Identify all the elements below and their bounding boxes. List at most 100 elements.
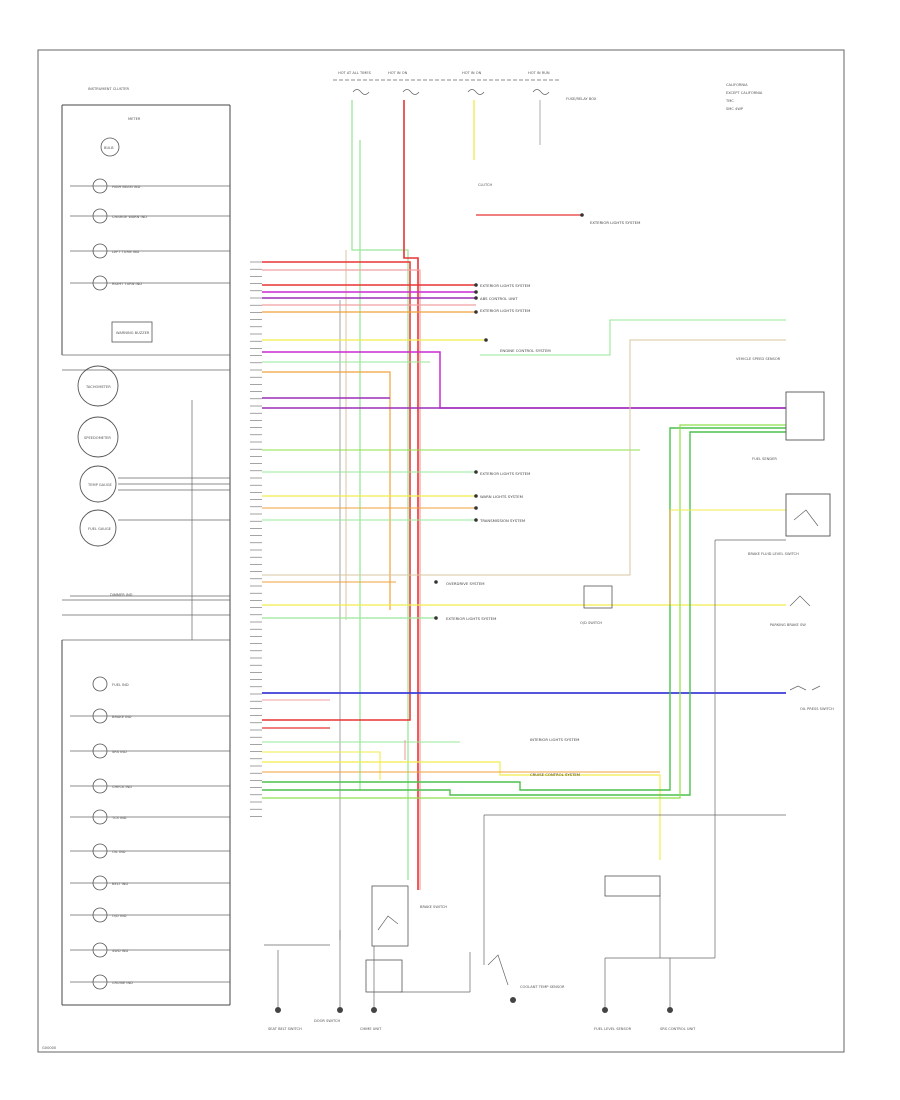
cluster-indicator-label: 4WD IND <box>112 949 128 953</box>
fuse-block: HOT AT ALL TIMES HOT IN ON HOT IN ON HOT… <box>333 71 763 187</box>
ground-icon <box>602 1007 608 1013</box>
cluster-indicator-label: OIL IND <box>112 850 126 854</box>
component-label: FUEL LEVEL SENSOR <box>594 1027 632 1031</box>
wire <box>262 424 786 799</box>
destination-label: WARN LIGHTS SYSTEM <box>480 494 523 499</box>
right-components: VEHICLE SPEED SENSOR FUEL SENDER BRAKE F… <box>580 357 834 711</box>
destination-label: EXTERIOR LIGHTS SYSTEM <box>480 308 530 313</box>
cluster-indicator-label: BULB <box>104 146 114 150</box>
destination-label: EXTERIOR LIGHTS SYSTEM <box>480 471 530 476</box>
cluster-indicator-label: WARNING BUZZER <box>116 331 150 335</box>
instrument-cluster-upper: INSTRUMENT CLUSTER <box>61 87 231 641</box>
cluster-indicator-label: SPEEDOMETER <box>84 436 111 440</box>
component-label: O/D SWITCH <box>580 621 602 625</box>
wire <box>262 761 661 860</box>
fuse-label: HOT IN RUN <box>528 71 550 75</box>
wire <box>262 269 421 890</box>
sensor-icon <box>487 954 509 986</box>
component-label: SEAT BELT SWITCH <box>268 1027 302 1031</box>
footer-code: G00000 <box>42 1046 57 1050</box>
gauge-icon <box>77 416 119 458</box>
ground-icon <box>667 1007 673 1013</box>
wire <box>262 431 786 796</box>
connector-dot <box>484 338 488 342</box>
ground-icon <box>275 1007 281 1013</box>
wire-harness <box>262 100 786 940</box>
connector-dot <box>474 310 478 314</box>
destination-label: ABS CONTROL UNIT <box>480 296 518 301</box>
fuse-label: HOT IN ON <box>388 71 408 75</box>
cluster-indicator-label: FUEL IND <box>112 683 129 687</box>
connector-dot <box>474 283 478 287</box>
destination-label: EXTERIOR LIGHTS SYSTEM <box>446 616 496 621</box>
cluster-indicator-label: TEMP GAUGE <box>87 483 113 487</box>
ground-icon <box>510 997 516 1003</box>
cluster-indicator-label: CHARGE WARN IND <box>112 215 147 219</box>
lamp-icon <box>92 676 108 692</box>
component-label: OIL PRESS SWITCH <box>800 707 834 711</box>
component-label: SRS CONTROL UNIT <box>660 1027 696 1031</box>
connector-dot <box>434 616 438 620</box>
cluster-indicator-label: HIGH BEAM IND <box>112 185 141 189</box>
fuse-icon <box>467 89 485 95</box>
legend-item: SMC 4WP <box>726 107 744 111</box>
connector-dot <box>474 470 478 474</box>
destination-label: CRUISE CONTROL SYSTEM <box>530 772 580 777</box>
fuse-label: HOT AT ALL TIMES <box>338 71 372 75</box>
cluster-indicator-label: SRS IND <box>112 750 127 754</box>
wire <box>351 100 409 880</box>
destination-label: INTERIOR LIGHTS SYSTEM <box>530 737 579 742</box>
clutch-switch-label: CLUTCH <box>478 183 492 187</box>
wire <box>403 100 419 890</box>
wire <box>262 371 391 610</box>
component-label: BRAKE SWITCH <box>420 905 447 909</box>
diagram-frame <box>37 49 845 1053</box>
component-label: DOOR SWITCH <box>314 1019 340 1023</box>
connector-dot <box>474 296 478 300</box>
buzzer-icon <box>111 321 153 343</box>
od-switch-component <box>583 585 613 609</box>
fuse-icon <box>532 89 550 95</box>
component-label: BRAKE FLUID LEVEL SWITCH <box>748 552 799 556</box>
connector-dot <box>434 580 438 584</box>
lamp-icon <box>100 137 120 157</box>
wire <box>262 751 381 780</box>
connector-column <box>250 261 262 817</box>
cluster-lamps-upper: METER BULB HIGH BEAM IND CHARGE WARN IND… <box>70 117 230 597</box>
vss-component <box>785 391 825 441</box>
cluster-title: INSTRUMENT CLUSTER <box>88 87 129 91</box>
gauge-icon <box>77 365 119 407</box>
component-label: CHIME UNIT <box>360 1027 382 1031</box>
connector-dot <box>474 506 478 510</box>
wire <box>262 339 786 576</box>
ground-icon <box>337 1007 343 1013</box>
fuse-label: HOT IN ON <box>462 71 482 75</box>
cluster-indicator-label: TCS IND <box>111 816 127 820</box>
cluster-indicator-label: BELT IND <box>112 882 128 886</box>
fuse-icon <box>402 89 420 95</box>
lower-lamps: FUEL IND BRAKE IND SRS IND CHECK IND TCS… <box>70 676 230 990</box>
ground-icon <box>371 1007 377 1013</box>
fuse-icons <box>352 89 550 95</box>
connector-dot <box>474 290 478 294</box>
destination-labels: EXTERIOR LIGHTS SYSTEM ABS CONTROL UNIT … <box>446 220 640 777</box>
fuel-sender-component <box>785 493 831 537</box>
cluster-indicator-label: TACHOMETER <box>85 385 111 389</box>
legend-item: EXCEPT CALIFORNIA <box>726 91 763 95</box>
wire <box>262 351 786 409</box>
switch-icon <box>789 685 821 691</box>
component-label: FUEL SENDER <box>752 457 777 461</box>
cluster-indicator-label: BRAKE IND <box>112 715 132 719</box>
destination-label: EXTERIOR LIGHTS SYSTEM <box>590 220 640 225</box>
module-component <box>365 959 403 993</box>
destination-label: TRANSMISSION SYSTEM <box>479 518 525 523</box>
cluster-indicator-label: RIGHT TURN IND <box>112 282 142 286</box>
cluster-indicator-label: DIMMER IND <box>110 593 133 597</box>
wire <box>262 261 411 721</box>
destination-label: EXTERIOR LIGHTS SYSTEM <box>480 283 530 288</box>
cluster-indicator-label: CHECK IND <box>112 785 132 789</box>
cluster-indicator-label: FUEL GAUGE <box>88 527 112 531</box>
destination-label: ENGINE CONTROL SYSTEM <box>500 348 551 353</box>
gauge-icon <box>79 465 117 503</box>
